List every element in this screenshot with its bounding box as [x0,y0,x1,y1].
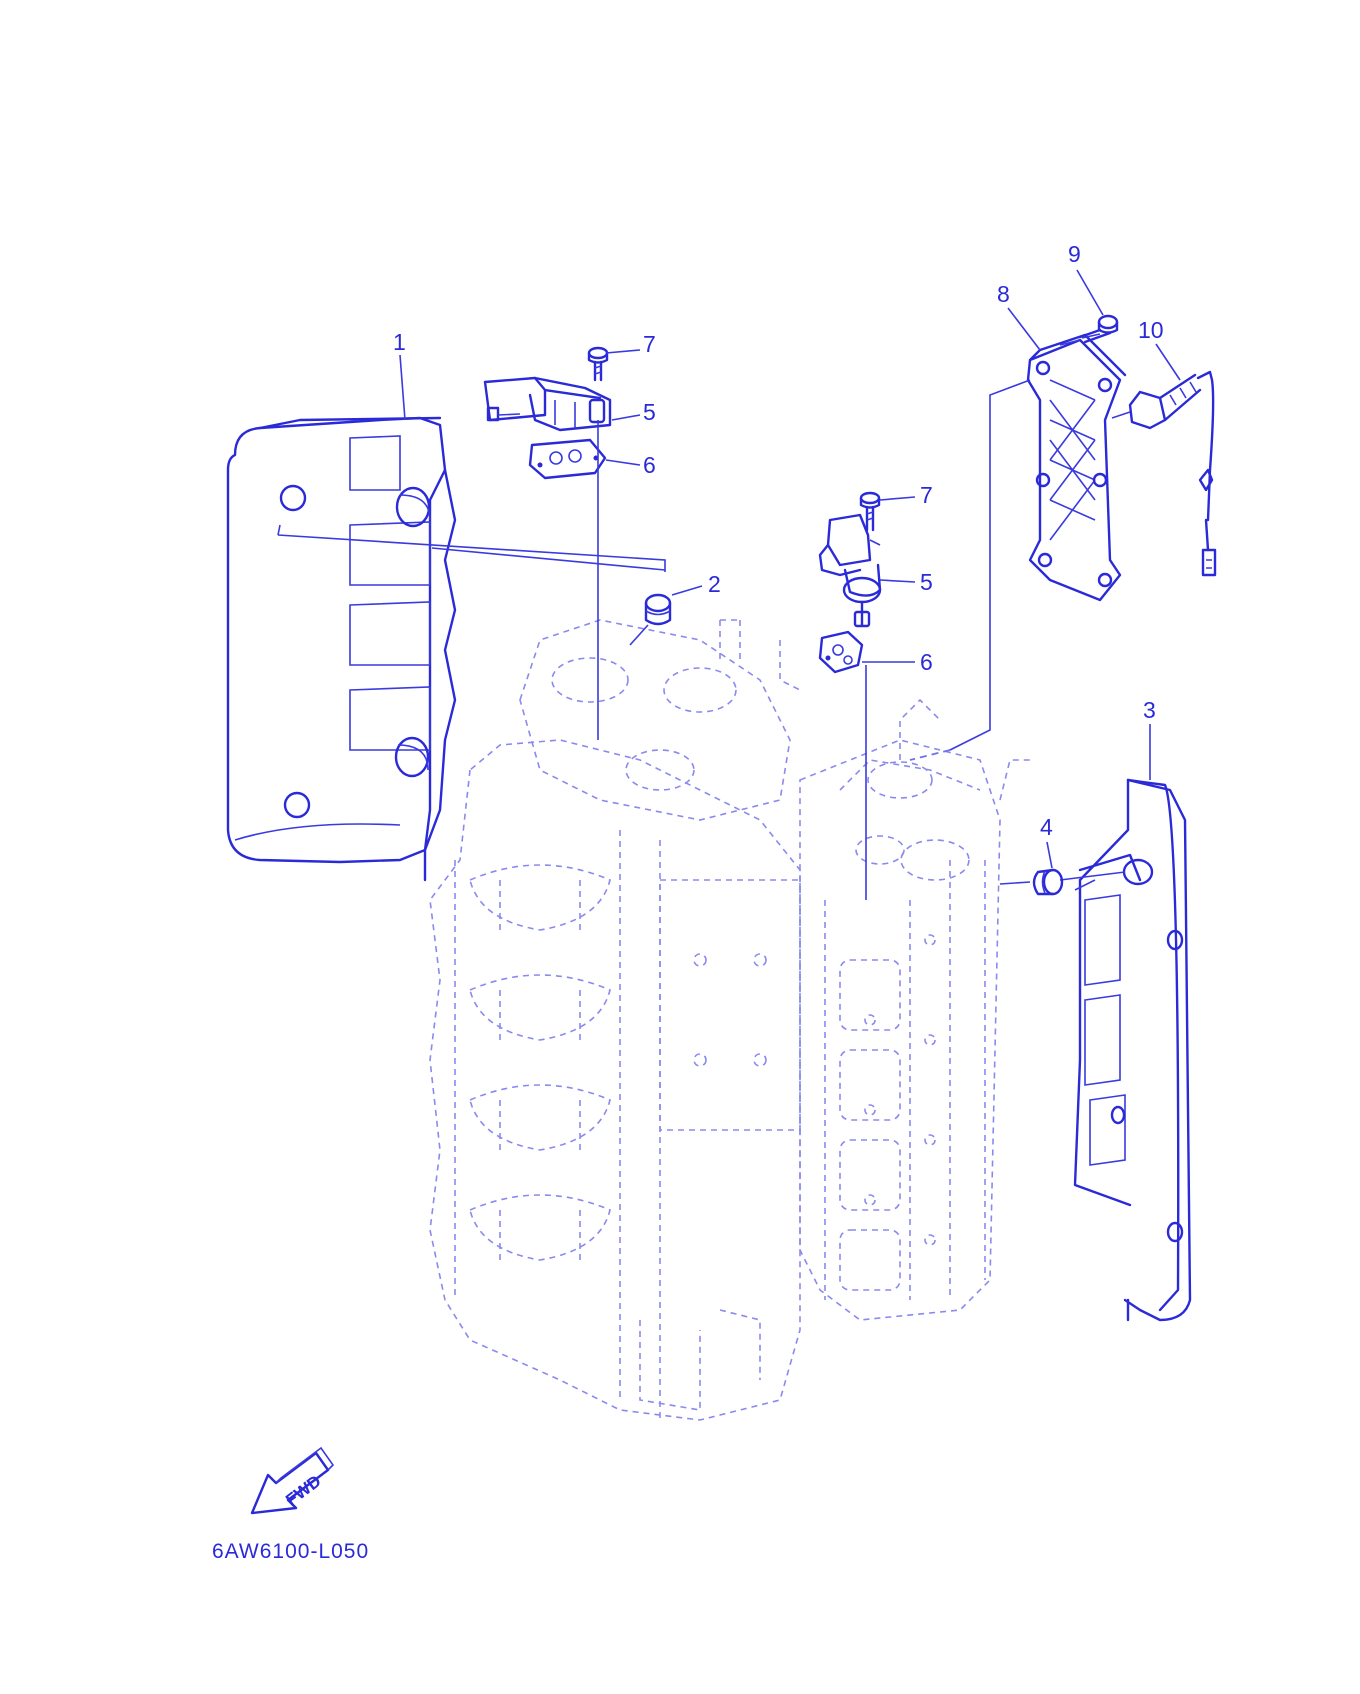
leader-line-part-8-dashed [909,749,951,761]
leader-lines-part-1 [277,524,666,572]
part-2-grommet [629,593,672,646]
callout-5-middle: 5 [920,569,933,595]
callout-1: 1 [393,329,406,355]
callout-9: 9 [1068,241,1081,267]
part-9-bolt [1078,314,1119,344]
part-3-cover-right [1073,778,1192,1322]
gasket-middle [818,630,864,674]
callout-7-middle: 7 [920,482,933,508]
callout-6-upper: 6 [643,452,656,478]
callout-8: 8 [997,281,1010,307]
callout-5-upper: 5 [643,399,656,425]
engine-block [429,619,1030,1421]
callout-10: 10 [1138,317,1164,343]
bolt-middle [859,491,881,532]
solenoid-valve-middle [818,513,882,628]
part-4-grommet [999,868,1064,896]
callout-leaders-middle [862,496,916,663]
leader-line-part-3 [1059,871,1126,881]
part-1-cover-left [226,416,457,882]
diagram-code: 6AW6100-L050 [212,1540,369,1563]
callout-7-upper: 7 [643,331,656,357]
callout-3: 3 [1143,697,1156,723]
leader-line-part-9 [1059,339,1081,346]
fwd-arrow-icon: FWD [250,1446,335,1515]
callout-4: 4 [1040,814,1053,840]
callout-6-middle: 6 [920,649,933,675]
solenoid-valve-upper [483,376,612,432]
leader-line-part-8 [949,379,1031,751]
callout-labels: 1 2 3 4 5 6 7 5 6 7 8 9 10 [393,241,1181,869]
gasket-upper [528,438,607,480]
callout-2: 2 [708,571,721,597]
part-10-sensor [1128,370,1217,577]
part-8-cover-plate [1026,333,1127,602]
bolt-upper [587,346,609,382]
leader-line-part-10 [1111,411,1131,419]
callout-leaders-upper [605,349,641,466]
